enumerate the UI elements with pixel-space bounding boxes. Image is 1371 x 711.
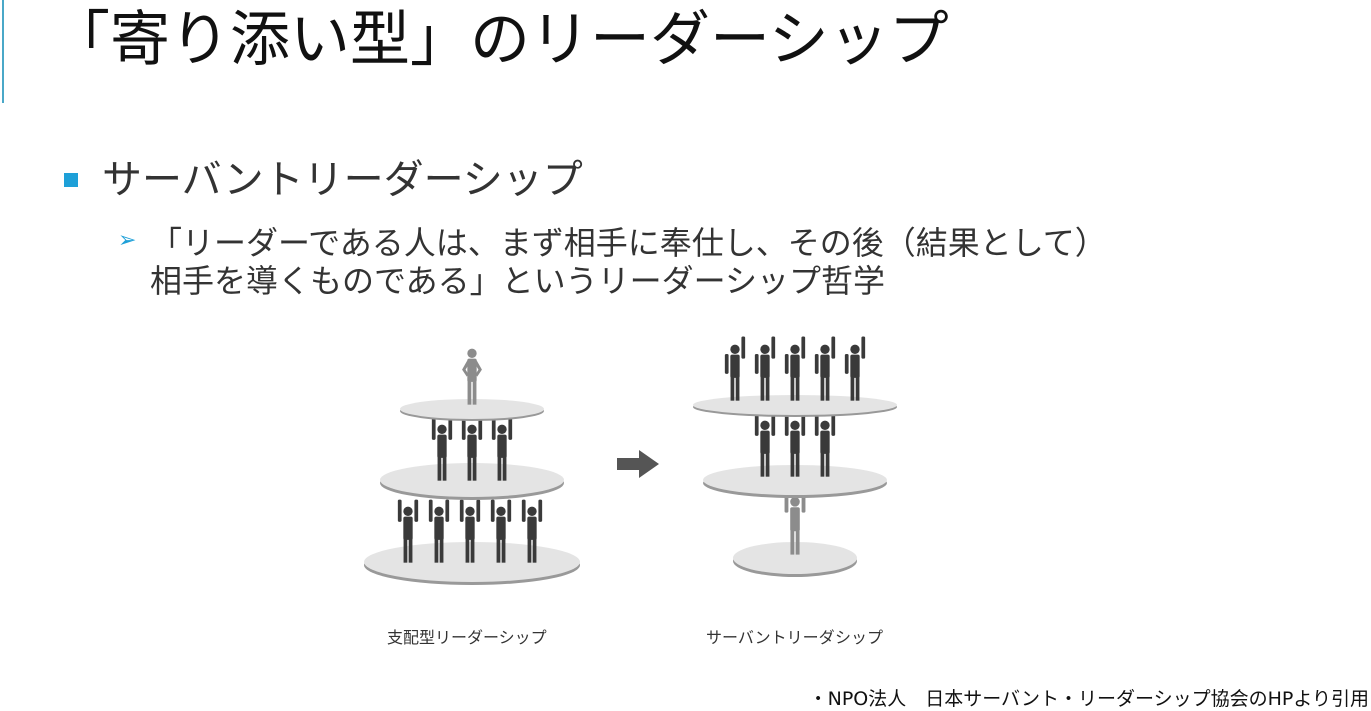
caption-domination: 支配型リーダーシップ bbox=[387, 628, 547, 647]
domination-pyramid bbox=[364, 348, 580, 585]
caption-servant: サーバントリーダシップ bbox=[706, 628, 883, 647]
section-heading: サーバントリーダーシップ bbox=[102, 157, 583, 203]
source-citation: ・NPO法人 日本サーバント・リーダーシップ協会のHPより引用 bbox=[808, 688, 1369, 710]
leadership-illustration bbox=[364, 336, 897, 585]
accent-bar bbox=[2, 0, 4, 103]
square-bullet-icon bbox=[64, 173, 78, 187]
leader-figure bbox=[462, 348, 482, 405]
sub-bullet-line-1: 「リーダーである人は、まず相手に奉仕し、その後（結果として） bbox=[150, 224, 1107, 262]
sub-bullet-line-2: 相手を導くものである」というリーダーシップ哲学 bbox=[150, 262, 886, 300]
right-arrow-icon bbox=[617, 450, 659, 478]
servant-top-people bbox=[724, 336, 866, 401]
sub-bullet-text: 「リーダーである人は、まず相手に奉仕し、その後（結果として） 相手を導くものであ… bbox=[150, 224, 1107, 300]
servant-pyramid bbox=[693, 336, 897, 577]
heading-bullet-row: サーバントリーダーシップ bbox=[64, 150, 583, 203]
arrow-bullet-icon: ➢ bbox=[118, 228, 137, 253]
slide-title: 「寄り添い型」のリーダーシップ bbox=[50, 5, 949, 75]
